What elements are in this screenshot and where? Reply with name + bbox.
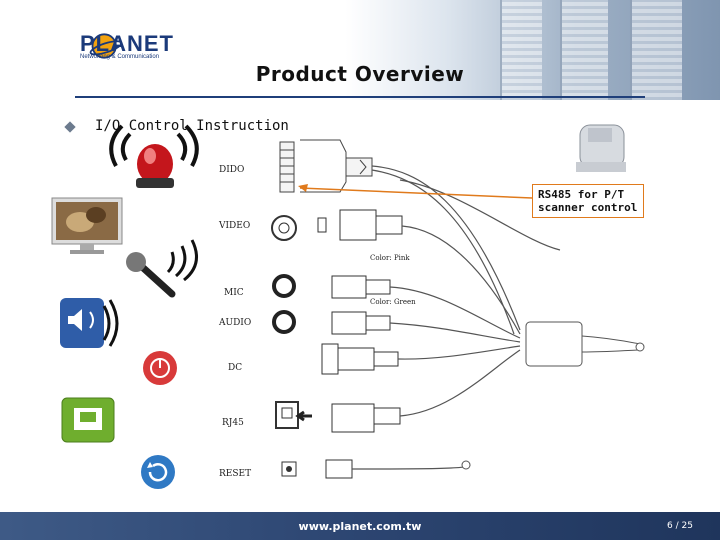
cable-bundle [351,165,561,470]
network-port-icon [61,397,115,443]
junction-box [525,321,583,367]
rs485-callout: RS485 for P/T scanner control [532,184,644,218]
reset-icon [141,455,175,489]
ptz-camera-icon [576,124,626,172]
server-rack-decoration [500,0,542,100]
label-video: VIDEO [219,221,251,231]
label-dc: DC [228,363,243,373]
dido-terminal-block [279,139,373,193]
brand-name: PLANET [80,31,174,56]
monitor-icon [51,197,123,254]
brand-tagline: Networking & Communication [80,54,160,60]
mic-audio-connectors [272,274,391,335]
callout-arrow [299,187,533,199]
planet-logo-icon [89,33,123,59]
cable-note-green: Color: Green [370,298,416,306]
power-icon [143,351,177,385]
footer-bar [0,512,720,540]
server-rack-decoration [630,0,682,100]
title-divider [75,96,645,98]
dc-connector [321,343,399,375]
cable-note-pink: Color: Pink [370,254,410,262]
reset-button-connector [281,459,353,479]
microphone-icon [126,239,198,298]
page-number: 6 / 25 [667,521,693,531]
video-bnc-connector [271,209,403,241]
section-heading: I/O Control Instruction [95,118,289,134]
label-rj45: RJ45 [222,418,244,428]
speaker-icon [60,298,119,348]
label-audio: AUDIO [219,318,252,328]
label-dido: DIDO [219,165,245,175]
alarm-light-icon [109,124,199,188]
label-mic: MIC [224,288,244,298]
callout-line-1: RS485 for P/T [538,188,625,201]
rj45-connector [275,401,401,433]
label-reset: RESET [219,469,252,479]
callout-line-2: scanner control [538,201,638,214]
page-title: Product Overview [255,62,465,86]
server-rack-decoration [560,0,608,100]
footer-url[interactable]: www.planet.com.tw [298,520,422,533]
